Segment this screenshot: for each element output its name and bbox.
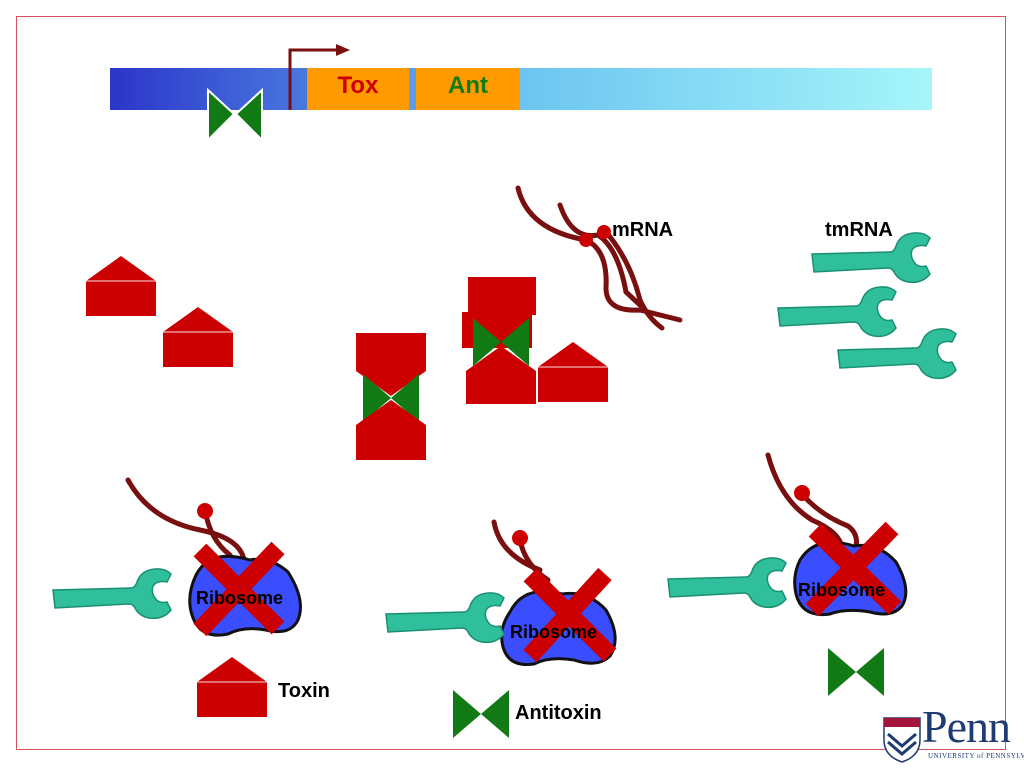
tmrna-2 — [777, 286, 897, 338]
legend-antitoxin-shape — [453, 690, 509, 738]
tmrna-6 — [667, 557, 787, 609]
ribosome-3 — [765, 452, 908, 617]
ta-complex-1 — [356, 333, 426, 460]
ribosome-1 — [125, 477, 302, 637]
toxin-free-1 — [85, 255, 157, 317]
tox-gene-label: Tox — [337, 72, 379, 99]
toxin-free-2 — [162, 306, 234, 368]
antitoxin-free — [828, 648, 884, 696]
ribosome-label-1: Ribosome — [196, 588, 284, 608]
antitoxin-promoter — [207, 87, 263, 143]
penn-shield-icon — [883, 717, 921, 763]
legend-toxin-label: Toxin — [278, 680, 330, 702]
mrna-cap-2 — [597, 225, 611, 239]
promoter-arrow-head — [336, 44, 350, 56]
ribosome-label-2: Ribosome — [510, 622, 598, 642]
tmrna-5 — [385, 592, 505, 644]
gene-bar — [110, 68, 932, 110]
ribosome-2 — [491, 519, 617, 667]
ant-gene-box — [416, 68, 520, 110]
mrna-cap-1 — [579, 233, 593, 247]
tmrna-4 — [52, 568, 172, 620]
mrna-strands — [515, 185, 683, 331]
ant-gene-label: Ant — [448, 72, 488, 99]
tox-gene-box — [307, 68, 409, 110]
mrna-label: mRNA — [612, 219, 674, 241]
ta-complex-2 — [462, 277, 536, 404]
legend-toxin-shape — [196, 656, 268, 718]
promoter-arrow — [288, 48, 338, 110]
legend-antitoxin-label: Antitoxin — [515, 702, 602, 724]
toxin-free-3 — [537, 341, 609, 403]
tmrna-3 — [837, 328, 957, 380]
ribosome-label-3: Ribosome — [798, 580, 886, 600]
slide-frame — [16, 16, 1006, 750]
tmrna-label: tmRNA — [825, 219, 893, 241]
penn-logo-subtitle: UNIVERSITY of PENNSYLVANIA — [928, 752, 1024, 760]
penn-logo-text: Penn — [922, 701, 1011, 752]
